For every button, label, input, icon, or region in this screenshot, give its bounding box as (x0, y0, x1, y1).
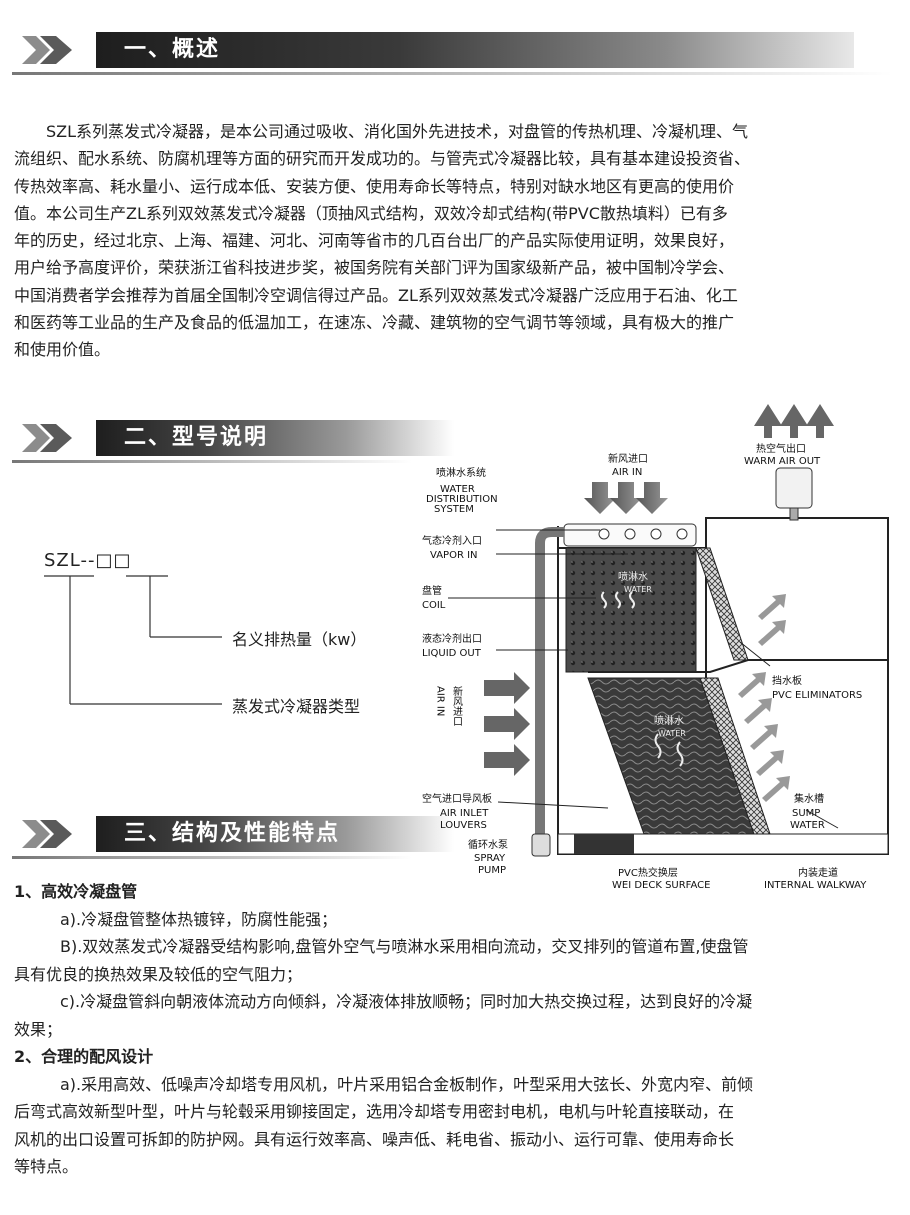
features-section: 1、高效冷凝盘管 a).冷凝盘管整体热镀锌，防腐性能强； B).双效蒸发式冷凝器… (14, 878, 898, 1181)
overview-line: SZL系列蒸发式冷凝器，是本公司通过吸收、消化国外先进技术，对盘管的传热机理、冷… (46, 122, 749, 141)
label-air-in-vertical: 新风进口 AIR IN (435, 685, 463, 726)
model-code-brackets (44, 575, 222, 705)
overview-line: 年的历史，经过北京、上海、福建、河北、河南等省市的几百台出厂的产品实际使用证明，… (14, 231, 735, 251)
label-louver-en2: LOUVERS (440, 820, 487, 831)
fan-motor (775, 467, 813, 509)
overview-line: 值。本公司生产ZL系列双效蒸发式冷凝器（顶抽风式结构，双效冷却式结构(带PVC散… (14, 203, 728, 223)
label-pump-en1: SPRAY (474, 853, 506, 864)
label-louver-en1: AIR INLET (440, 808, 489, 819)
overview-line: 用户给予高度评价，荣获浙江省科技进步奖，被国务院有关部门评为国家级新产品，被中国… (14, 258, 735, 278)
feature-heading: 1、高效冷凝盘管 (14, 882, 138, 901)
sump (557, 833, 889, 855)
divider (12, 72, 892, 75)
label-walkway-cn: 内装走道 (798, 866, 838, 879)
divider (12, 460, 412, 463)
feature-item: c).冷凝盘管斜向朝液体流动方向倾斜，冷凝液体排放顺畅；同时加大热交换过程，达到… (60, 992, 753, 1011)
overview-line: 和使用价值。 (14, 340, 111, 360)
section-title: 一、概述 (96, 32, 854, 68)
label-deck-cn: PVC热交换层 (618, 866, 678, 879)
label-pump-cn: 循环水泵 (468, 838, 508, 851)
label-fresh-air-en: AIR IN (612, 467, 642, 478)
water-pipe (535, 527, 564, 838)
condenser-illustration: 喷淋水系统 WATER DISTRIBUTION SYSTEM 新风进口 AIR… (422, 404, 889, 891)
air-in-arrows-top (584, 482, 668, 514)
overview-line: 流组织、配水系统、防腐机理等方面的研究而开发成功的。与管壳式冷凝器比较，具有基本… (14, 149, 751, 169)
model-code: SZL--□□ (44, 550, 132, 571)
divider (12, 856, 412, 859)
feature-heading: 2、合理的配风设计 (14, 1047, 154, 1066)
model-label-capacity: 名义排热量（kw） (232, 630, 367, 649)
feature-item: 等特点。 (14, 1157, 79, 1176)
model-label-type: 蒸发式冷凝器类型 (232, 697, 361, 716)
feature-item: 后弯式高效新型叶型，叶片与轮毂采用铆接固定，选用冷却塔专用密封电机，电机与叶轮直… (14, 1102, 735, 1121)
air-in-arrows-side (484, 672, 530, 776)
coil-block (565, 547, 697, 673)
double-chevron-icon (22, 36, 72, 64)
feature-item: B).双效蒸发式冷凝器受结构影响,盘管外空气与喷淋水采用相向流动，交叉排列的管道… (60, 937, 749, 956)
overview-line: 中国消费者学会推荐为首届全国制冷空调信得过产品。ZL系列双效蒸发式冷凝器广泛应用… (14, 285, 738, 305)
feature-item: 效果； (14, 1019, 63, 1039)
label-warm-air-cn: 热空气出口 (756, 442, 806, 455)
feature-item: a).采用高效、低噪声冷却塔专用风机，叶片采用铝合金板制作，叶型采用大弦长、外宽… (60, 1074, 754, 1094)
label-liquid-en: LIQUID OUT (422, 648, 482, 659)
label-water-cn-top: 喷淋水 (618, 570, 648, 583)
label-water-en-top: WATER (624, 585, 652, 594)
label-water-en-fill: WATER (658, 729, 686, 738)
section-header-structure: 三、结构及性能特点 (0, 808, 454, 859)
label-vapor-en: VAPOR IN (430, 550, 478, 561)
section-header-model: 二、型号说明 (0, 412, 454, 463)
spray-nozzles (598, 528, 688, 540)
overview-line: 传热效率高、耗水量小、运行成本低、安装方便、使用寿命长等特点，特别对缺水地区有更… (14, 176, 735, 196)
label-deck-en: WEI DECK SURFACE (612, 880, 711, 891)
label-coil-cn: 盘管 (422, 584, 442, 597)
label-sump-en2: WATER (790, 820, 825, 831)
spray-pump (531, 833, 551, 857)
label-walkway-en: INTERNAL WALKWAY (764, 880, 867, 891)
feature-item: 具有优良的换热效果及较低的空气阻力； (14, 964, 303, 984)
label-elim-en: PVC ELIMINATORS (772, 690, 862, 701)
section-title: 三、结构及性能特点 (96, 816, 454, 852)
label-elim-cn: 挡水板 (772, 674, 802, 687)
svg-text:AIR IN: AIR IN (435, 686, 446, 716)
label-water-dist-en1: WATER (440, 484, 475, 495)
overview-paragraph: SZL系列蒸发式冷凝器，是本公司通过吸收、消化国外先进技术，对盘管的传热机理、冷… (14, 118, 898, 364)
feature-item: 风机的出口设置可拆卸的防护网。具有运行效率高、噪声低、耗电省、振动小、运行可靠、… (14, 1129, 735, 1149)
double-chevron-icon (22, 820, 72, 848)
label-warm-air-en: WARM AIR OUT (744, 456, 821, 467)
label-vapor-cn: 气态冷剂入口 (422, 534, 482, 547)
label-water-dist-en2: DISTRIBUTION (426, 494, 498, 505)
section-title: 二、型号说明 (96, 420, 454, 456)
label-fresh-air-cn: 新风进口 (608, 452, 648, 465)
label-sump-en1: SUMP (792, 808, 820, 819)
label-water-dist-en3: SYSTEM (434, 504, 474, 515)
label-water-dist-cn: 喷淋水系统 (436, 466, 486, 479)
label-coil-en: COIL (422, 600, 446, 611)
label-louver-cn: 空气进口导风板 (422, 792, 492, 805)
model-code-diagram: SZL--□□ 名义排热量（kw） 蒸发式冷凝器类型 (0, 540, 420, 720)
double-chevron-icon (22, 424, 72, 452)
section-header-overview: 一、概述 (0, 24, 892, 75)
label-water-cn-fill: 喷淋水 (654, 714, 684, 727)
overview-line: 和医药等工业品的生产及食品的低温加工，在速冻、冷藏、建筑物的空气调节等领域，具有… (14, 313, 735, 333)
warm-air-out-arrows (754, 404, 834, 438)
label-liquid-cn: 液态冷剂出口 (422, 632, 482, 645)
svg-text:新风进口: 新风进口 (451, 685, 463, 726)
condenser-diagram: 喷淋水系统 WATER DISTRIBUTION SYSTEM 新风进口 AIR… (418, 398, 910, 900)
label-pump-en2: PUMP (478, 865, 506, 876)
airflow-arrows (738, 594, 790, 802)
feature-item: a).冷凝盘管整体热镀锌，防腐性能强； (60, 909, 338, 929)
label-sump-cn: 集水槽 (794, 792, 824, 805)
